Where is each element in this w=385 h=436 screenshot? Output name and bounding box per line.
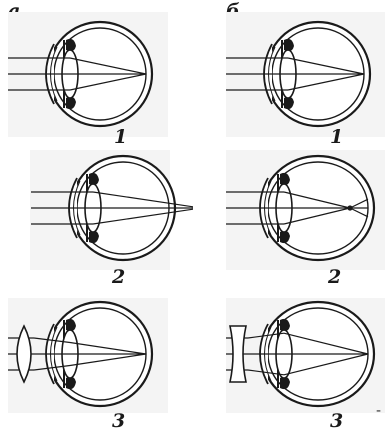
eye-diagram-b2	[226, 150, 385, 270]
panel-b1-emmetropic-eye	[226, 12, 385, 137]
eye-diagram-a1	[8, 12, 168, 137]
row-number-a1: 1	[114, 128, 127, 147]
eye-diagram-b1	[226, 12, 385, 137]
panel-a3-corrected-convex-lens	[8, 298, 168, 413]
eye-diagram-a3	[8, 298, 168, 413]
panel-b3-corrected-concave-lens	[226, 298, 385, 413]
row-number-b1: 1	[330, 128, 343, 147]
panel-a1-emmetropic-eye	[8, 12, 168, 137]
row-number-a3: 3	[112, 412, 125, 431]
trailing-dash-mark: -	[376, 404, 381, 418]
focal-point	[347, 205, 352, 210]
concave-corrective-lens	[230, 326, 246, 382]
eye-diagram-a2	[8, 150, 193, 270]
panel-a2-farsighted-eye	[8, 150, 193, 270]
eye-diagram-b3	[226, 298, 385, 413]
row-number-b2: 2	[328, 268, 341, 287]
panel-b2-nearsighted-eye	[226, 150, 385, 270]
row-number-b3: 3	[330, 412, 343, 431]
row-number-a2: 2	[112, 268, 125, 287]
